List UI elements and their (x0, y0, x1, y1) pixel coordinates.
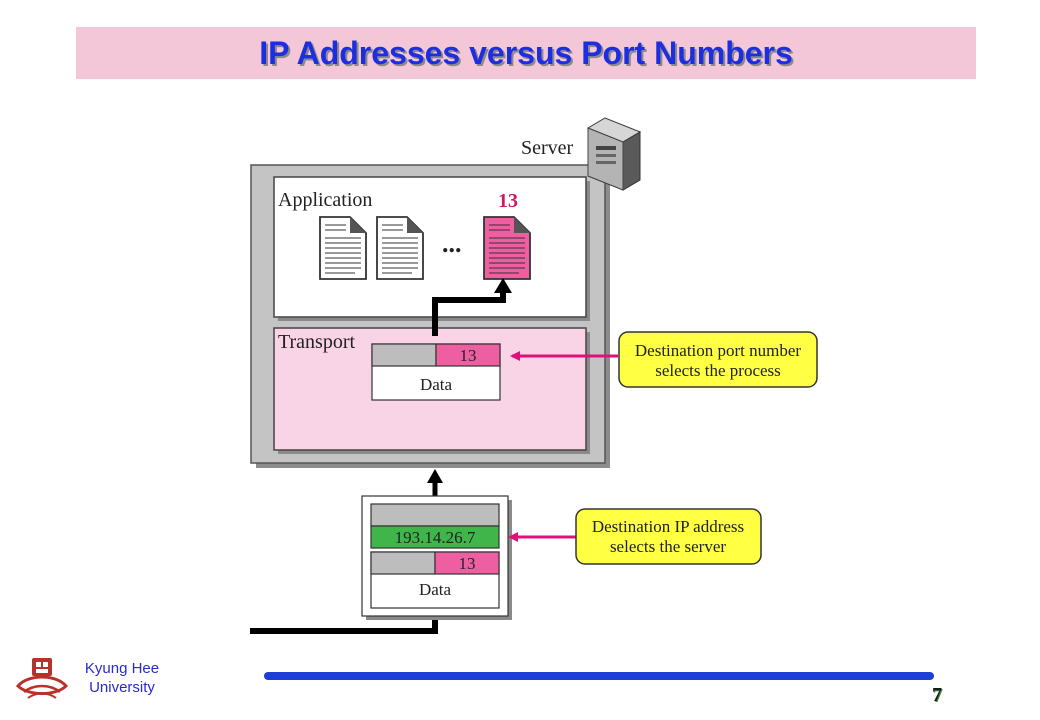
incoming-data-field: Data (419, 580, 452, 599)
university-name: Kyung Hee University (74, 659, 170, 697)
application-label: Application (278, 189, 372, 211)
process-port-number: 13 (498, 190, 518, 212)
university-logo-icon (15, 658, 69, 699)
delivery-arrow (432, 278, 512, 336)
page-number: 7 (932, 684, 942, 706)
title-banner: IP Addresses versus Port Numbers (76, 27, 976, 79)
process-document-icon (319, 216, 367, 280)
ip-callout (575, 508, 762, 565)
footer-divider (264, 672, 934, 680)
server-tower-icon (586, 117, 642, 191)
network-link (250, 618, 438, 634)
incoming-packet (361, 495, 512, 620)
server-label: Server (521, 137, 574, 159)
university-name-line2: University (89, 679, 155, 696)
ip-callout-line1: Destination IP address (592, 517, 744, 536)
inbound-arrow (427, 469, 443, 496)
transport-label: Transport (278, 331, 355, 353)
incoming-port-field: 13 (459, 554, 476, 573)
transport-packet (371, 343, 501, 401)
ellipsis: ... (442, 229, 462, 258)
target-process-document-icon (483, 216, 531, 280)
ip-callout-line2: selects the server (610, 537, 726, 556)
transport-data-field: Data (420, 375, 453, 394)
port-callout (618, 331, 818, 388)
port-callout-line1: Destination port number (635, 341, 802, 360)
page-title: IP Addresses versus Port Numbers (259, 34, 793, 71)
university-name-line1: Kyung Hee (84, 660, 160, 677)
process-document-icon (376, 216, 424, 280)
port-callout-line2: selects the process (655, 361, 781, 380)
ip-address-field: 193.14.26.7 (395, 528, 476, 547)
transport-port-field: 13 (460, 346, 477, 365)
